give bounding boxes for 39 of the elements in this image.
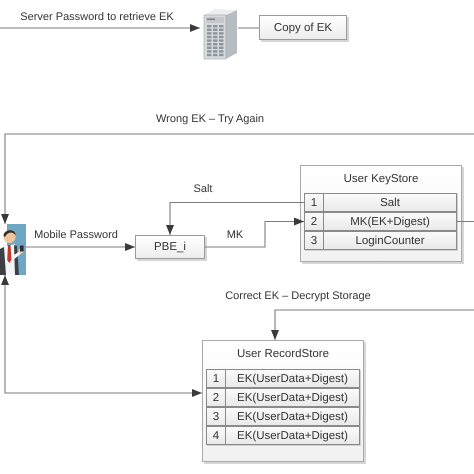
index-cell: 1: [305, 194, 324, 211]
table-row: [206, 388, 360, 407]
businessman-picture: [0, 224, 26, 275]
index-cell: 4: [207, 427, 226, 444]
edge-label: Correct EK – Decrypt Storage: [224, 290, 372, 303]
index-cell: 2: [305, 213, 324, 230]
table-row: [304, 212, 457, 231]
arrow: [166, 202, 304, 235]
value-cell-text: EK(UserData+Digest): [236, 390, 349, 406]
panel-title: User KeyStore: [344, 172, 418, 186]
process-box: Copy of EK: [259, 15, 347, 40]
value-cell-text: Salt: [379, 196, 401, 210]
index-cell: 2: [207, 389, 226, 406]
table-row: [206, 426, 360, 445]
connector-line: [238, 27, 259, 29]
arrow: [1, 275, 202, 397]
arrow: [26, 243, 135, 251]
value-cell-text: EK(UserData+Digest): [236, 372, 349, 386]
value-cell-text: EK(UserData+Digest): [236, 428, 349, 444]
table-row: [304, 231, 457, 250]
store-panel: [300, 165, 462, 262]
connector-line: [457, 220, 474, 222]
value-cell-text: LoginCounter: [354, 234, 426, 248]
panel-title: User RecordStore: [236, 347, 330, 361]
arrow: [1, 133, 474, 224]
table-row: [304, 193, 457, 212]
index-cell: 3: [207, 408, 226, 425]
table-row: [206, 369, 360, 388]
index-cell: 1: [207, 370, 226, 387]
table-row: [206, 407, 360, 426]
edge-label: Wrong EK – Try Again: [154, 113, 266, 126]
arrow: [205, 218, 304, 248]
value-cell-text: MK(EK+Digest): [349, 214, 431, 230]
store-panel: [202, 340, 364, 462]
value-cell-text: EK(UserData+Digest): [236, 410, 349, 424]
process-box: PBE_i: [135, 235, 205, 259]
arrow: [271, 309, 474, 340]
arrow: [0, 24, 200, 32]
index-cell: 3: [305, 232, 324, 249]
